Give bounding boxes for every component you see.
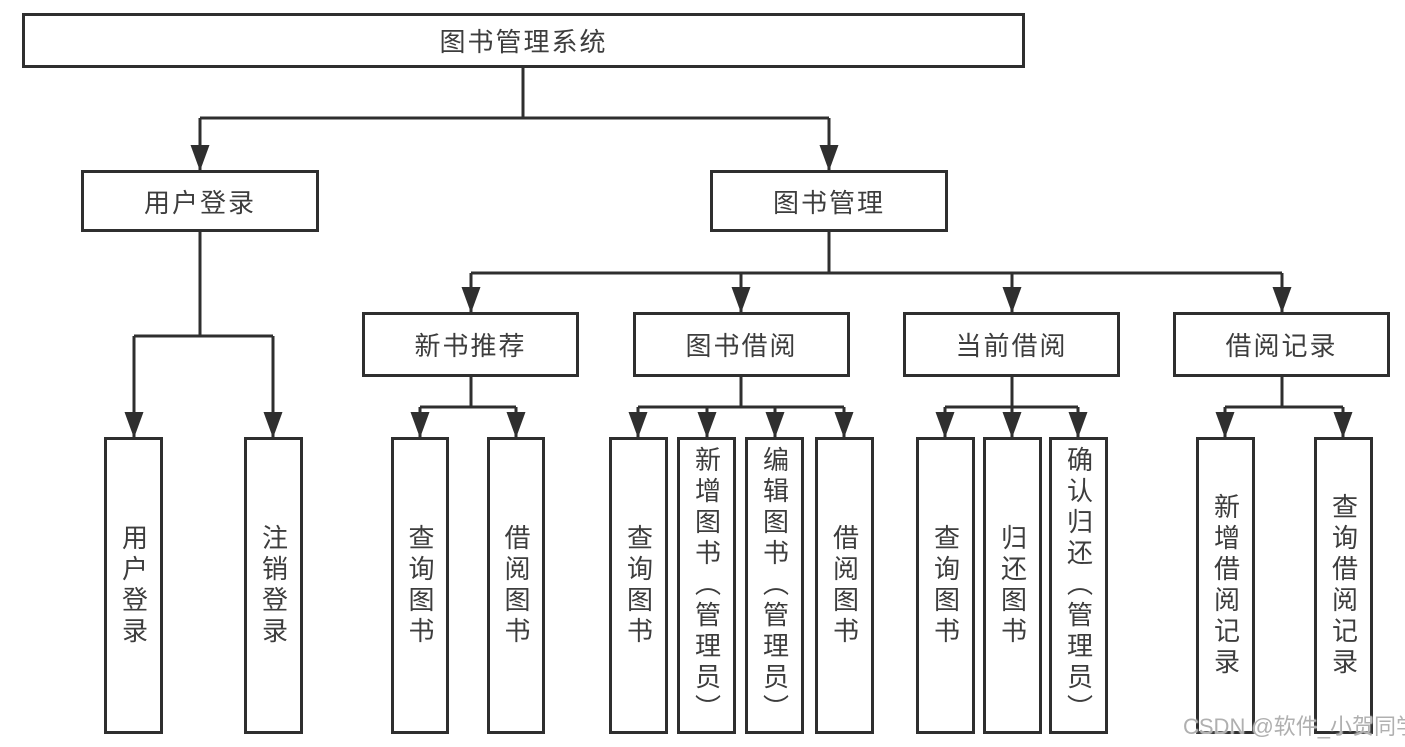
node-leaf-borrowing-borrow-book: 借阅图书 bbox=[815, 437, 874, 734]
node-book-borrowing-label: 图书借阅 bbox=[685, 331, 798, 361]
node-borrowing-records-label: 借阅记录 bbox=[1225, 331, 1338, 361]
node-leaf-records-query-record-label: 查询借阅记录 bbox=[1328, 492, 1359, 679]
node-new-book-recommend: 新书推荐 bbox=[362, 312, 579, 377]
node-leaf-current-confirm-return: 确认归还（管理员） bbox=[1049, 437, 1108, 734]
node-leaf-current-return-book-label: 归还图书 bbox=[997, 523, 1028, 648]
node-leaf-recommend-borrow-book-label: 借阅图书 bbox=[501, 523, 531, 648]
node-leaf-borrowing-borrow-book-label: 借阅图书 bbox=[829, 523, 860, 648]
node-current-borrowing-label: 当前借阅 bbox=[955, 331, 1068, 361]
node-leaf-user-login: 用户登录 bbox=[104, 437, 163, 734]
node-current-borrowing: 当前借阅 bbox=[903, 312, 1120, 377]
node-book-management-label: 图书管理 bbox=[772, 187, 885, 218]
node-leaf-records-add-record: 新增借阅记录 bbox=[1196, 437, 1255, 734]
node-user-login-label: 用户登录 bbox=[143, 187, 256, 218]
node-leaf-user-login-label: 用户登录 bbox=[118, 523, 149, 648]
node-library-management-system-label: 图书管理系统 bbox=[439, 27, 608, 57]
node-leaf-logout-label: 注销登录 bbox=[258, 523, 289, 648]
node-leaf-records-add-record-label: 新增借阅记录 bbox=[1210, 492, 1241, 679]
node-leaf-borrowing-add-book: 新增图书（管理员） bbox=[677, 437, 736, 734]
connector-group bbox=[124, 68, 1353, 438]
node-leaf-borrowing-query-book: 查询图书 bbox=[609, 437, 668, 734]
node-library-management-system: 图书管理系统 bbox=[22, 13, 1025, 68]
node-leaf-current-query-book: 查询图书 bbox=[916, 437, 975, 734]
node-leaf-logout: 注销登录 bbox=[244, 437, 303, 734]
node-leaf-current-return-book: 归还图书 bbox=[983, 437, 1042, 734]
csdn-watermark: CSDN @软件_小贺同学 bbox=[1183, 714, 1405, 739]
node-user-login: 用户登录 bbox=[81, 170, 319, 232]
node-leaf-recommend-query-book: 查询图书 bbox=[391, 437, 449, 734]
node-leaf-current-query-book-label: 查询图书 bbox=[930, 523, 961, 648]
node-book-borrowing: 图书借阅 bbox=[633, 312, 850, 377]
node-leaf-recommend-query-book-label: 查询图书 bbox=[405, 523, 435, 648]
node-leaf-borrowing-edit-book-label: 编辑图书（管理员） bbox=[759, 446, 790, 725]
node-leaf-borrowing-edit-book: 编辑图书（管理员） bbox=[745, 437, 804, 734]
node-book-management: 图书管理 bbox=[710, 170, 948, 232]
node-new-book-recommend-label: 新书推荐 bbox=[414, 331, 527, 361]
node-leaf-records-query-record: 查询借阅记录 bbox=[1314, 437, 1373, 734]
node-leaf-borrowing-add-book-label: 新增图书（管理员） bbox=[691, 446, 722, 725]
node-leaf-current-confirm-return-label: 确认归还（管理员） bbox=[1063, 446, 1094, 725]
node-leaf-recommend-borrow-book: 借阅图书 bbox=[487, 437, 545, 734]
node-leaf-borrowing-query-book-label: 查询图书 bbox=[623, 523, 654, 648]
node-borrowing-records: 借阅记录 bbox=[1173, 312, 1390, 377]
